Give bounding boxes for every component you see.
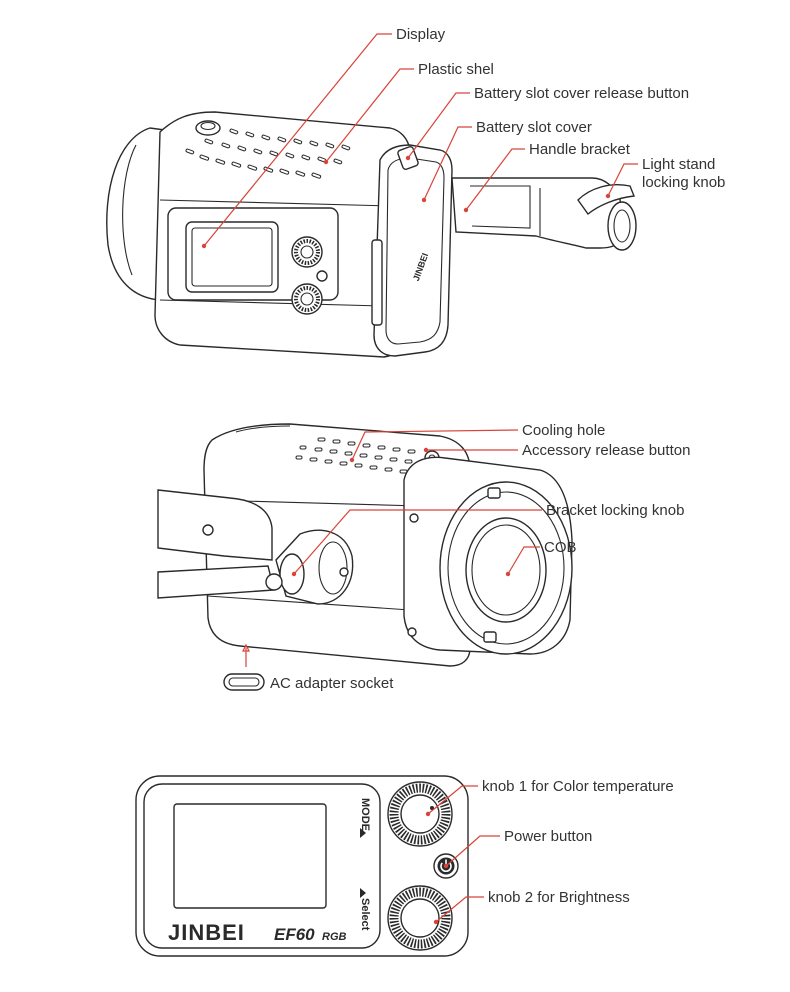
rear-hood — [106, 127, 166, 301]
knob-2 — [387, 885, 453, 951]
label-battery-release: Battery slot cover release button — [474, 85, 689, 102]
label-plastic-shell: Plastic shel — [418, 61, 494, 78]
top-vents — [185, 128, 351, 179]
handle-bracket-shape — [451, 177, 623, 249]
label-ac-socket: AC adapter socket — [270, 675, 394, 692]
front-screen — [185, 221, 279, 293]
model-suffix-text: RGB — [322, 931, 347, 943]
label-battery-cover: Battery slot cover — [476, 119, 592, 136]
knob-1 — [387, 781, 453, 847]
view-panel: MODE Select JINBEI EF60 RGB — [135, 775, 469, 957]
panel-screen — [173, 803, 327, 909]
labels: Display Plastic shel Battery slot cover … — [270, 26, 725, 906]
brand-text: JINBEI — [168, 920, 245, 945]
battery-cover-shape — [373, 144, 453, 357]
select-text: Select — [359, 898, 371, 931]
mode-arrow-icon — [360, 828, 366, 838]
label-cooling-hole: Cooling hole — [522, 422, 605, 439]
select-arrow-icon — [360, 888, 366, 898]
bracket-arm — [157, 489, 273, 561]
label-power: Power button — [504, 828, 592, 845]
label-handle-bracket: Handle bracket — [529, 141, 631, 158]
label-cob: COB — [544, 539, 577, 556]
view-rear — [157, 423, 573, 691]
label-knob2: knob 2 for Brightness — [488, 889, 630, 906]
label-accessory-release: Accessory release button — [522, 442, 690, 459]
label-stand-knob-1: Light stand — [642, 156, 715, 173]
label-knob1: knob 1 for Color temperature — [482, 778, 674, 795]
mode-text: MODE — [359, 798, 371, 831]
label-display: Display — [396, 26, 446, 43]
leader-lines — [201, 33, 638, 925]
label-stand-knob-2: locking knob — [642, 174, 725, 191]
model-text: EF60 — [274, 925, 315, 944]
ac-socket-icon — [223, 673, 265, 691]
label-bracket-knob: Bracket locking knob — [546, 502, 684, 519]
